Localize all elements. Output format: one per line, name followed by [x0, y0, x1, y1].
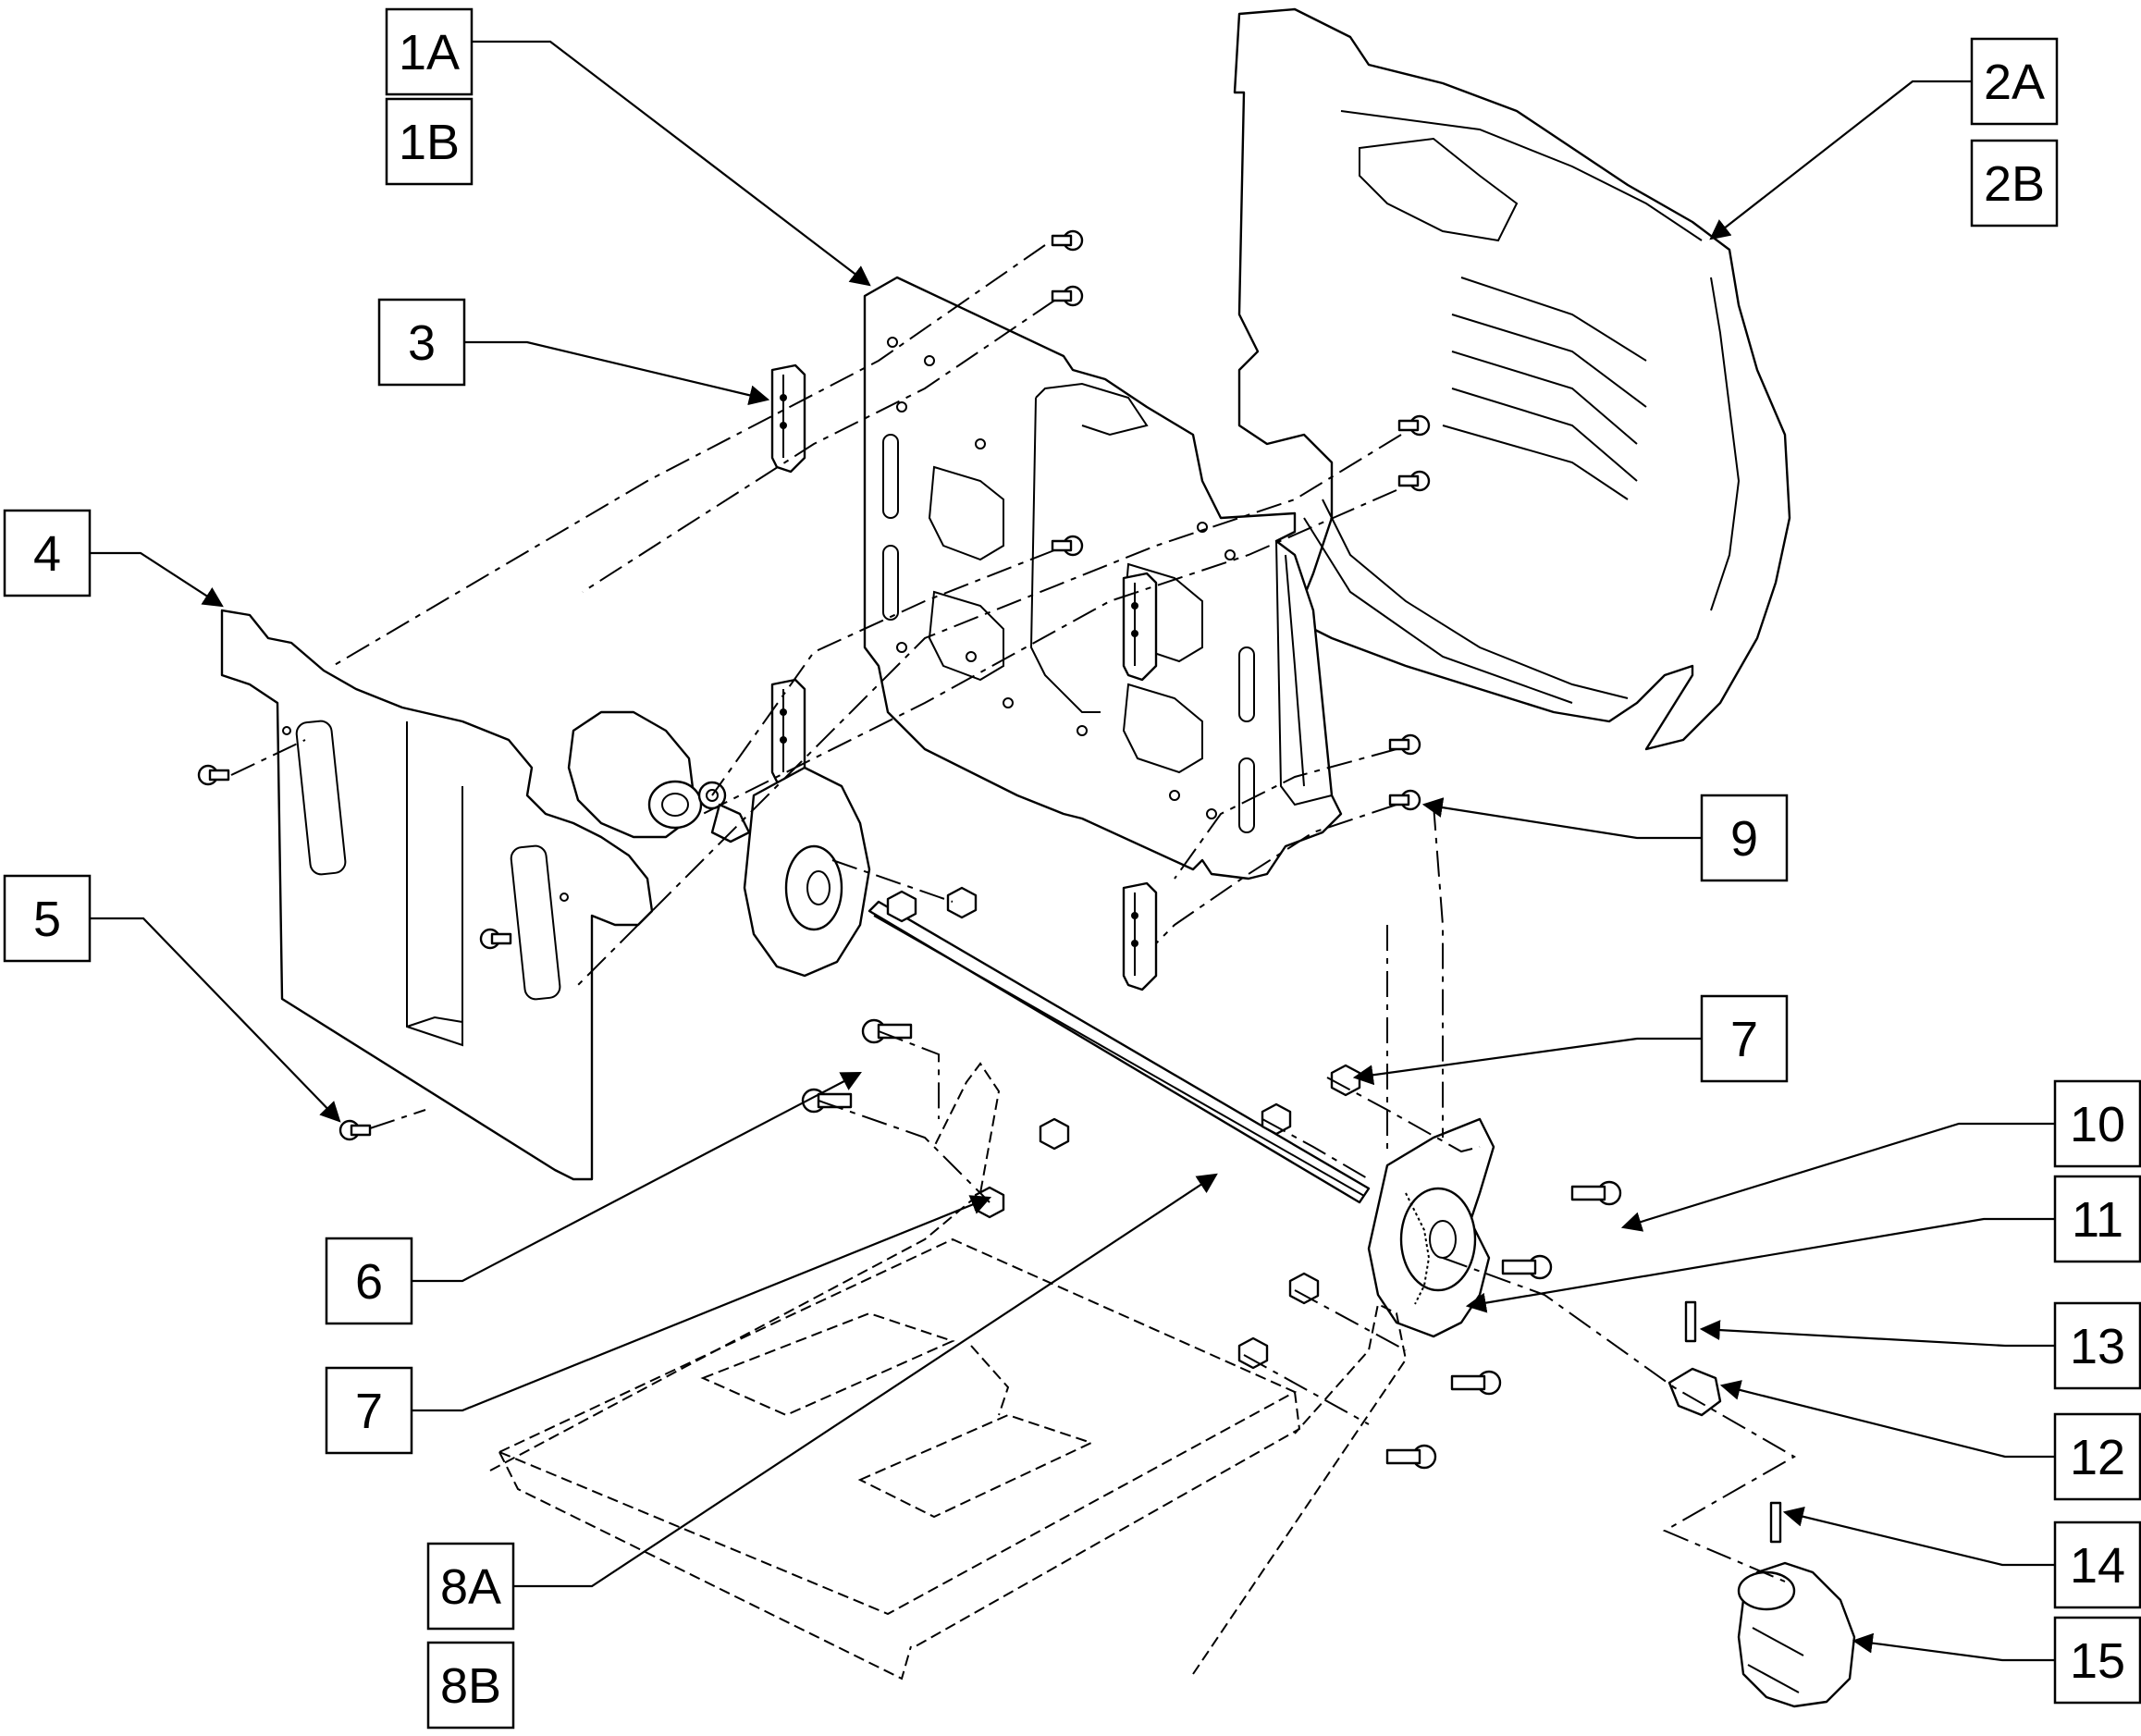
plate-holes	[887, 337, 1236, 819]
shaft-part	[867, 900, 1371, 1204]
callout-8B-label: 8B	[440, 1658, 501, 1714]
callout-2B: 2B	[1970, 139, 2059, 228]
centre-lines	[230, 244, 1797, 1582]
rear-shroud-part	[1233, 7, 1791, 751]
callout-8A: 8A	[426, 1542, 515, 1631]
callout-11: 11	[2053, 1175, 2141, 1263]
callout-15: 15	[2053, 1616, 2141, 1705]
seat-frame-phantom	[489, 1062, 1408, 1681]
callout-8A-label: 8A	[440, 1559, 501, 1615]
right-gear-hub-part	[1367, 1117, 1495, 1338]
callout-2A: 2A	[1970, 37, 2059, 126]
callout-9-label: 9	[1730, 811, 1758, 867]
callout-8B: 8B	[426, 1641, 515, 1730]
callout-14: 14	[2053, 1521, 2141, 1609]
callout-3-label: 3	[408, 315, 436, 371]
callout-10: 10	[2053, 1079, 2141, 1168]
callout-5: 5	[3, 874, 92, 963]
coupler-and-set-screws	[1667, 1300, 1782, 1544]
callout-3: 3	[377, 298, 466, 387]
callout-14-label: 14	[2070, 1538, 2125, 1594]
spacer-block-parts	[770, 363, 1158, 991]
callout-12: 12	[2053, 1412, 2141, 1501]
callout-9: 9	[1700, 794, 1789, 882]
callout-13-label: 13	[2070, 1319, 2125, 1374]
side-shroud-part	[220, 609, 654, 1181]
callout-12-label: 12	[2070, 1430, 2125, 1485]
callout-7-left-label: 7	[355, 1384, 383, 1439]
callout-7-right: 7	[1700, 994, 1789, 1083]
callout-1A: 1A	[385, 7, 474, 96]
callout-15-label: 15	[2070, 1633, 2125, 1689]
callout-4: 4	[3, 509, 92, 597]
large-knob-part	[567, 710, 703, 839]
callout-10-label: 10	[2070, 1097, 2125, 1152]
callout-13: 13	[2053, 1301, 2141, 1390]
callout-2A-label: 2A	[1984, 55, 2045, 110]
callout-6-label: 6	[355, 1254, 383, 1310]
mounting-plate-part	[863, 276, 1343, 880]
callout-7-right-label: 7	[1730, 1012, 1758, 1067]
control-knob-part	[1737, 1561, 1856, 1708]
callout-1A-label: 1A	[399, 25, 460, 80]
callout-2B-label: 2B	[1984, 156, 2045, 212]
callout-1B: 1B	[385, 97, 474, 186]
callout-11-label: 11	[2072, 1192, 2123, 1248]
callout-4-label: 4	[33, 526, 61, 582]
callout-7-left: 7	[325, 1366, 413, 1455]
left-gear-hub-part	[697, 766, 871, 978]
callout-1B-label: 1B	[399, 115, 460, 170]
fasteners	[197, 229, 1622, 1470]
leader-lines	[90, 40, 2055, 1662]
callout-6: 6	[325, 1237, 413, 1325]
callout-5-label: 5	[33, 892, 61, 947]
